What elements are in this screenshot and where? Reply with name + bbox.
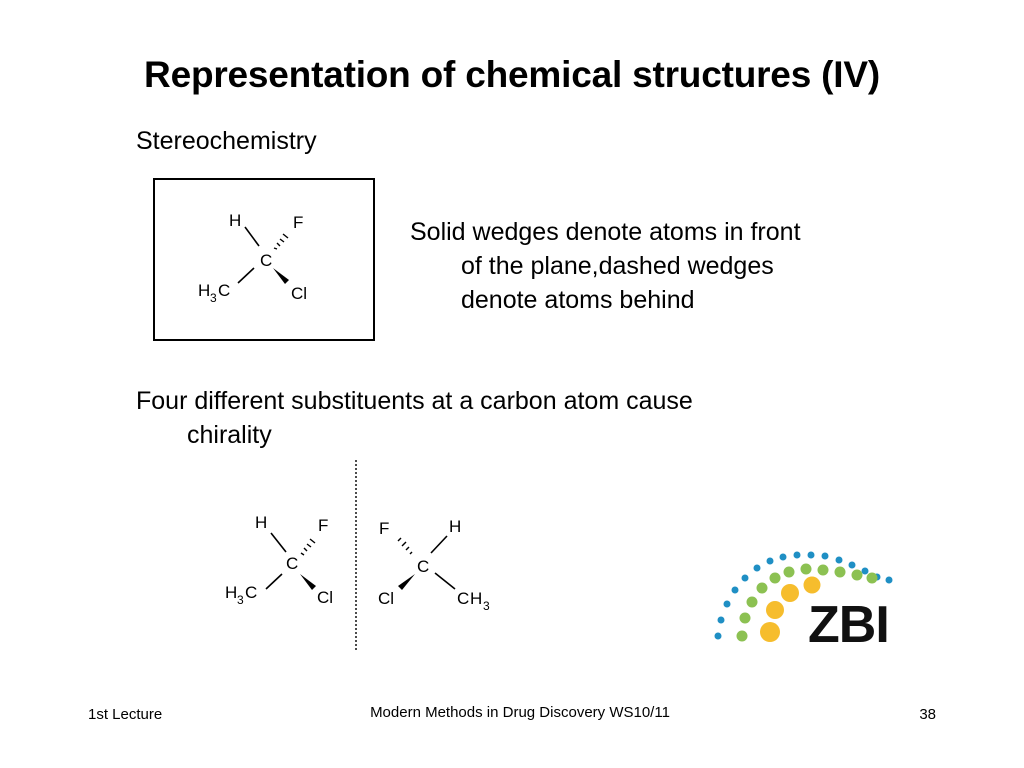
logo-dot <box>793 551 801 559</box>
footer-page-number: 38 <box>919 706 936 723</box>
footer-lecture: 1st Lecture <box>88 706 163 723</box>
molecule-left-structure: H F C H 3 C Cl <box>225 513 333 607</box>
logo-dot <box>717 616 725 624</box>
atom-h3c-c: C <box>245 583 257 602</box>
atom-f: F <box>318 516 328 535</box>
wedge-description-line-3: denote atoms behind <box>461 286 695 314</box>
logo-dot <box>835 556 843 564</box>
wedge-description-line-1: Solid wedges denote atoms in front <box>410 218 801 246</box>
atom-ch3-c: C <box>457 589 469 608</box>
atom-c: C <box>260 251 272 270</box>
logo-dot <box>861 567 869 575</box>
logo-dot <box>739 612 751 624</box>
atom-c: C <box>417 557 429 576</box>
logo-dot <box>783 566 795 578</box>
logo-dot <box>731 586 739 594</box>
logo-dot <box>769 572 781 584</box>
atom-cl: Cl <box>317 588 333 607</box>
atom-cl: Cl <box>378 589 394 608</box>
wedge-description: Solid wedges denote atoms in front of th… <box>410 215 870 317</box>
atom-h: H <box>229 211 241 230</box>
logo-dot <box>756 582 768 594</box>
atom-h3c-sub: 3 <box>210 291 217 305</box>
atom-h3c-h: H <box>198 281 210 300</box>
logo-dot <box>851 569 863 581</box>
atom-h3c-c: C <box>218 281 230 300</box>
footer-course: Modern Methods in Drug Discovery WS10/11 <box>370 704 670 721</box>
atom-ch3-h: H <box>470 589 482 608</box>
atom-h3c-h: H <box>225 583 237 602</box>
chirality-description: Four different substituents at a carbon … <box>136 384 836 452</box>
chirality-description-line-2: chirality <box>187 421 272 449</box>
atom-f: F <box>379 519 389 538</box>
logo-dot <box>760 622 780 642</box>
logo-dot <box>885 576 893 584</box>
chirality-description-line-1: Four different substituents at a carbon … <box>136 387 693 415</box>
dashed-wedge-f <box>397 537 413 555</box>
molecule-right-structure: F H C Cl C H 3 <box>378 517 490 613</box>
logo-text: ZBI <box>808 596 889 654</box>
atom-h: H <box>449 517 461 536</box>
slide-subtitle: Stereochemistry <box>136 127 317 155</box>
logo-dot <box>800 563 812 575</box>
solid-wedge-cl <box>300 574 316 590</box>
molecule-box <box>153 178 375 341</box>
molecule-box-structure: H F C H 3 C Cl <box>198 211 307 305</box>
logo-dot <box>781 584 799 602</box>
wedge-description-line-2: of the plane,dashed wedges <box>461 252 774 280</box>
dashed-wedge-f <box>300 538 316 556</box>
dashed-wedge-f <box>273 233 289 250</box>
zbi-logo: ZBI <box>714 551 893 654</box>
atom-ch3-sub: 3 <box>483 599 490 613</box>
logo-dot <box>741 574 749 582</box>
solid-wedge-cl <box>398 574 415 590</box>
logo-dot <box>766 557 774 565</box>
logo-dot <box>714 632 722 640</box>
logo-dot <box>821 552 829 560</box>
atom-h3c-sub: 3 <box>237 593 244 607</box>
logo-dot <box>803 576 821 594</box>
logo-dot <box>817 564 829 576</box>
slide-title: Representation of chemical structures (I… <box>144 54 880 95</box>
logo-dot <box>848 561 856 569</box>
atom-h: H <box>255 513 267 532</box>
atom-cl: Cl <box>291 284 307 303</box>
logo-dot <box>746 596 758 608</box>
logo-dot <box>807 551 815 559</box>
solid-wedge-cl <box>273 268 289 284</box>
logo-dot <box>736 630 748 642</box>
atom-c: C <box>286 554 298 573</box>
logo-dot <box>834 566 846 578</box>
logo-dot <box>753 564 761 572</box>
logo-dot <box>723 600 731 608</box>
logo-dot <box>866 572 878 584</box>
logo-dot <box>766 601 784 619</box>
logo-dot <box>779 553 787 561</box>
atom-f: F <box>293 213 303 232</box>
logo-dots <box>714 551 893 642</box>
